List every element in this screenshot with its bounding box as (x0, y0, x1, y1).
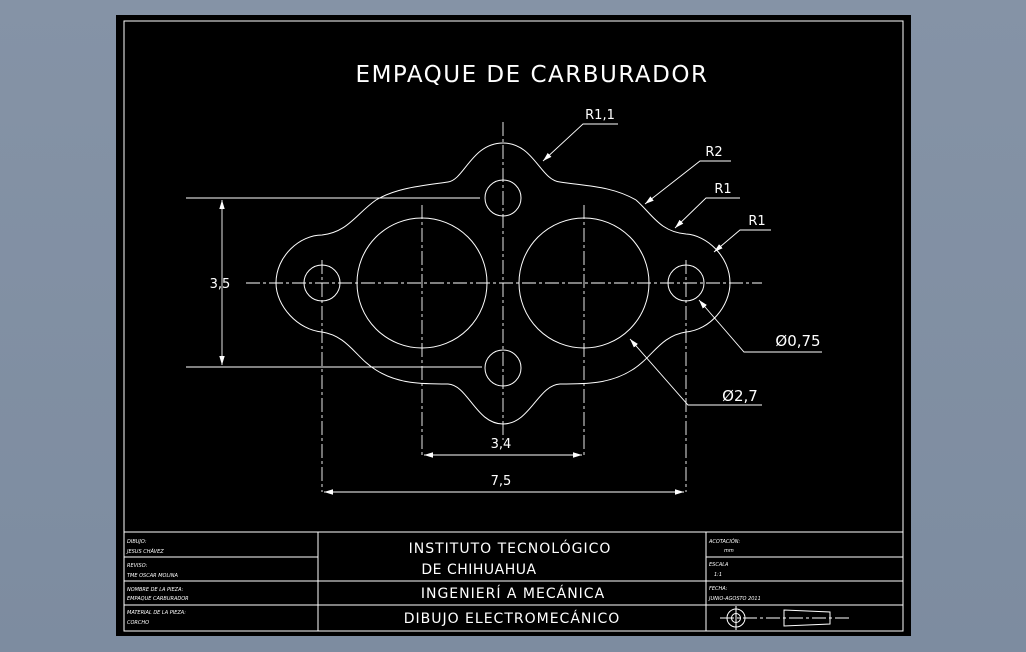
drawing-title: EMPAQUE DE CARBURADOR (356, 62, 709, 88)
tb-acotacion-label: ACOTACIÓN: (708, 538, 741, 545)
tb-institute-line1: INSTITUTO TECNOLÓGICO (409, 539, 612, 557)
tb-dibujo-value: JESUS CHÁVEZ (126, 548, 164, 555)
tb-course: DIBUJO ELECTROMECÁNICO (404, 610, 621, 627)
tb-department: INGENIERÍ A MECÁNICA (421, 585, 605, 602)
tb-material-value: CORCHO (127, 620, 149, 626)
dim-overall-width: 7,5 (491, 474, 512, 489)
drawing-canvas: EMPAQUE DE CARBURADOR 3,5 3,4 7,5 (123, 20, 904, 632)
tb-acotacion-value: mm (724, 548, 734, 554)
tb-dibujo-label: DIBUJO: (127, 539, 147, 545)
drawing-sheet: EMPAQUE DE CARBURADOR 3,5 3,4 7,5 (116, 15, 911, 636)
tb-material-label: MATERIAL DE LA PIEZA: (127, 610, 186, 616)
dim-bore-spacing: 3,4 (491, 437, 512, 452)
center-lines (246, 122, 762, 492)
dim-bolt-dia: Ø0,75 (775, 332, 820, 350)
dim-height: 3,5 (210, 277, 231, 292)
tb-fecha-value: JUNIO-AGOSTO 2011 (708, 596, 761, 602)
tb-nombre-value: EMPAQUE CARBURADOR (127, 596, 189, 602)
dim-r-top: R1,1 (585, 108, 615, 123)
projection-symbol (720, 606, 852, 630)
dimensions: 3,5 3,4 7,5 R1,1 R2 R1 R1 Ø0,75 Ø2,7 (186, 108, 822, 495)
tb-reviso-value: TME OSCAR MOLINA (127, 573, 178, 579)
tb-escala-label: ESCALA (709, 562, 729, 568)
title-block: DIBUJO: JESUS CHÁVEZ REVISO: TME OSCAR M… (124, 531, 903, 631)
dim-bore-dia: Ø2,7 (722, 387, 758, 405)
tb-institute-line2: DE CHIHUAHUA (421, 562, 536, 578)
tb-nombre-label: NOMBRE DE LA PIEZA: (127, 587, 184, 593)
inner-border (123, 20, 904, 632)
tb-fecha-label: FECHA: (709, 586, 728, 592)
dim-r-neck: R1 (714, 182, 731, 197)
tb-escala-value: 1:1 (714, 572, 722, 578)
tb-reviso-label: REVISO: (127, 563, 148, 569)
dim-r-shoulder: R2 (705, 145, 722, 160)
dim-r-ear: R1 (748, 214, 765, 229)
